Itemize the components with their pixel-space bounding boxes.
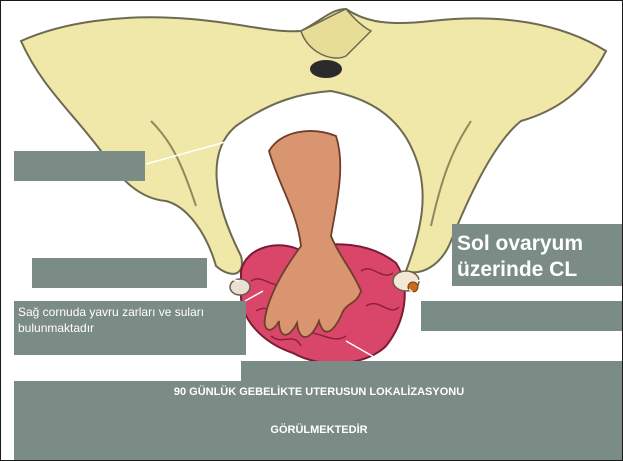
caption-line-1: 90 GÜNLÜK GEBELİKTE UTERUSUN LOKALİZASYO… [16,386,622,398]
sacral-foramen [310,60,342,78]
blank-label-right [421,301,622,331]
blank-label-top-left [14,151,145,181]
blank-label-left [32,258,207,288]
caption-line-2: GÖRÜLMEKTEDİR [16,424,622,436]
sag-cornu-label: Sağ cornuda yavru zarları ve suları bulu… [18,304,243,336]
caption-box-upper [241,361,622,383]
leader-line-sol-ovaryum [417,271,453,281]
leader-line-left [207,274,239,281]
right-ovary [230,279,250,295]
sol-ovaryum-label: Sol ovaryum üzerinde CL [457,231,622,283]
arm [265,131,361,337]
